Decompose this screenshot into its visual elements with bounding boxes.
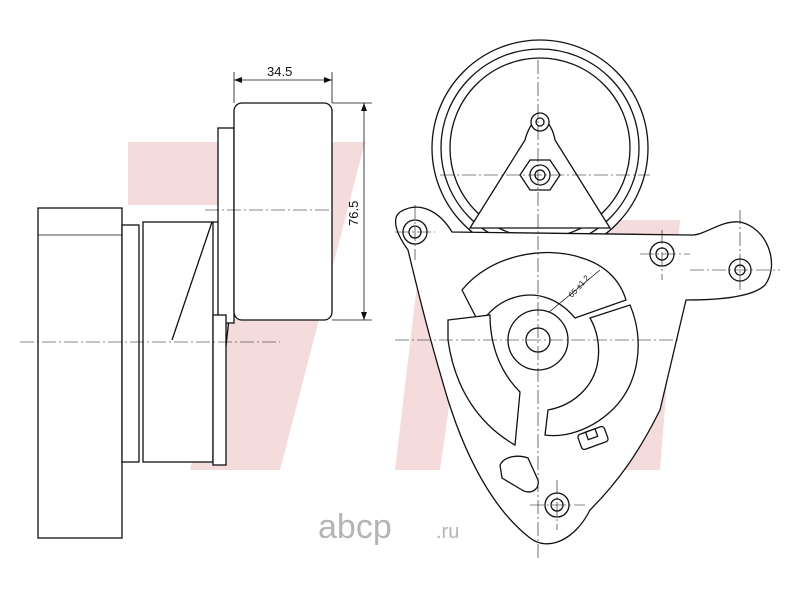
slot-right — [544, 304, 639, 437]
slot-left — [447, 314, 521, 447]
step-block — [121, 224, 140, 463]
bracket-plate — [394, 206, 773, 545]
dimension-height: 76.5 — [332, 102, 372, 321]
pulley-side — [233, 102, 333, 321]
tab — [577, 425, 609, 451]
side-view — [20, 102, 333, 539]
width-label: 34.5 — [267, 64, 292, 79]
base-plate — [37, 207, 123, 539]
dimension-width: 34.5 — [233, 64, 333, 103]
height-label: 76.5 — [346, 201, 361, 226]
abcp-logo: abcp .ru — [318, 508, 459, 546]
logo-suffix: .ru — [436, 521, 459, 543]
front-view: 65 ±1.2 — [394, 39, 780, 560]
arc-slot — [461, 251, 627, 327]
logo-text: abcp — [318, 508, 392, 546]
